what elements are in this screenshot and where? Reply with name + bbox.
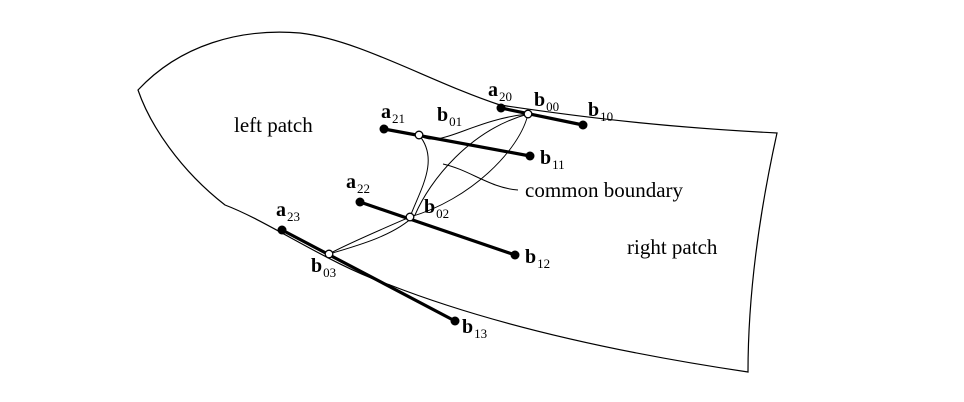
point-b03 (324, 249, 334, 259)
point-b10 (578, 120, 588, 130)
point-b00 (523, 109, 533, 119)
label-b01: b01 (437, 104, 462, 129)
common-boundary-curve (328, 113, 529, 255)
point-b11 (525, 151, 535, 161)
point-b02 (405, 212, 415, 222)
left-patch-label: left patch (234, 113, 313, 137)
boundary-guide-curve (409, 113, 529, 218)
label-b13: b13 (462, 316, 487, 341)
label-a21: a21 (381, 101, 405, 126)
boundary-leader-line (442, 163, 519, 191)
point-b01 (414, 130, 424, 140)
label-b03: b03 (311, 255, 336, 280)
label-b12: b12 (525, 246, 550, 271)
point-b13 (450, 316, 460, 326)
common-boundary-label: common boundary (525, 178, 684, 202)
control-polygon-curve (328, 113, 529, 255)
segment-a21-b11 (383, 127, 531, 158)
segment-a23-b13 (281, 228, 456, 323)
point-a22 (355, 197, 365, 207)
point-a23 (277, 225, 287, 235)
segment-a22-b12 (359, 200, 516, 257)
label-a20: a20 (488, 79, 512, 104)
point-b12 (510, 250, 520, 260)
right-patch-label: right patch (627, 235, 718, 259)
point-a21 (379, 124, 389, 134)
point-a20 (496, 103, 506, 113)
label-b11: b11 (540, 147, 565, 172)
segment-a20-b10 (500, 106, 584, 127)
label-b02: b02 (424, 196, 449, 221)
label-b10: b10 (588, 99, 613, 124)
label-a23: a23 (276, 199, 300, 224)
label-a22: a22 (346, 171, 370, 196)
label-b00: b00 (534, 89, 559, 114)
patch-outline (137, 31, 778, 373)
